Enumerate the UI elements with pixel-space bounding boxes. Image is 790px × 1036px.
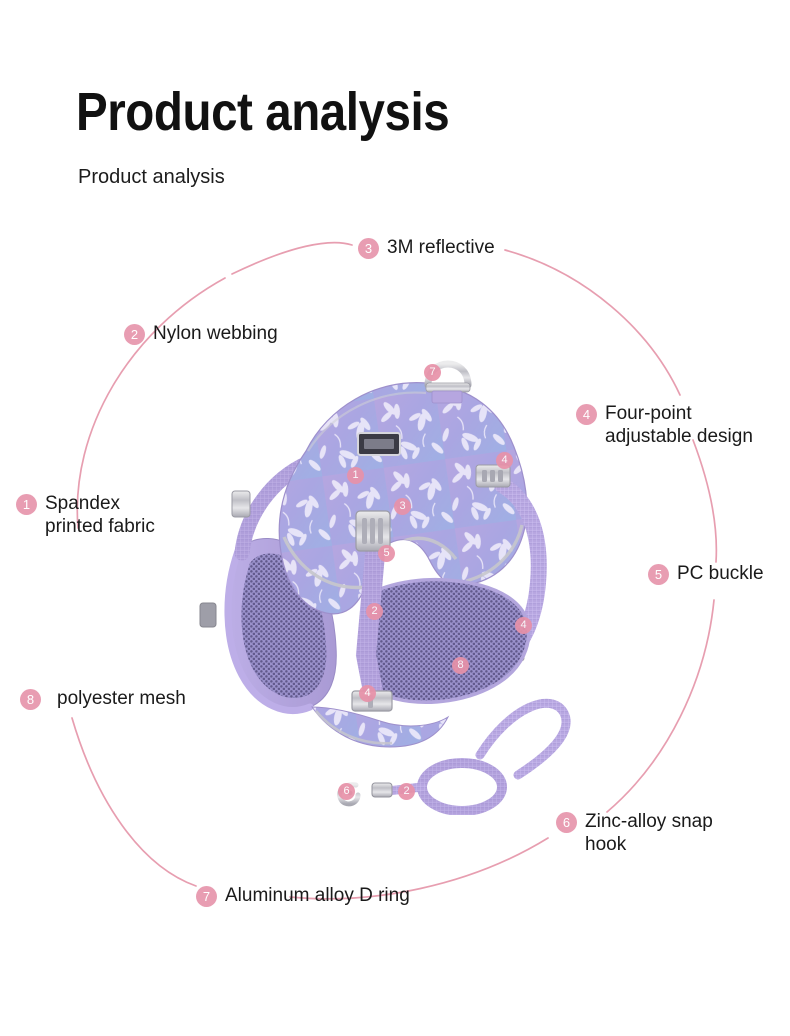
callout-6-zinc-alloy-snap-hook[interactable]: 6 Zinc-alloy snap hook	[556, 810, 713, 856]
product-marker-2a: 2	[366, 603, 383, 620]
product-marker-4a: 4	[496, 452, 513, 469]
callout-label-1: Spandex printed fabric	[45, 493, 155, 537]
product-marker-5: 5	[378, 545, 395, 562]
page-subtitle: Product analysis	[78, 166, 225, 188]
product-marker-2b: 2	[398, 783, 415, 800]
callout-3-3m-reflective[interactable]: 3 3M reflective	[358, 236, 495, 259]
product-marker-4c: 4	[515, 617, 532, 634]
callout-badge-3: 3	[358, 238, 379, 259]
callout-label-8: polyester mesh	[57, 688, 186, 709]
product-marker-3: 3	[394, 498, 411, 515]
product-marker-6: 6	[338, 783, 355, 800]
callout-badge-8: 8	[20, 689, 41, 710]
callout-7-aluminum-alloy-d-ring[interactable]: 7 Aluminum alloy D ring	[196, 884, 410, 907]
mesh-chest-panel	[358, 577, 531, 704]
callout-2-nylon-webbing[interactable]: 2 Nylon webbing	[124, 322, 278, 345]
callout-8-polyester-mesh[interactable]: 8 polyester mesh	[20, 687, 186, 710]
callout-label-3: 3M reflective	[387, 237, 495, 258]
callout-4-four-point-adjustable-design[interactable]: 4 Four-point adjustable design	[576, 402, 753, 448]
right-slider-buckle	[475, 464, 511, 488]
callout-badge-4: 4	[576, 404, 597, 425]
product-marker-4b: 4	[359, 685, 376, 702]
callout-badge-1: 1	[16, 494, 37, 515]
callout-label-7: Aluminum alloy D ring	[225, 885, 410, 906]
pc-buckle	[355, 510, 391, 552]
callout-label-5: PC buckle	[677, 563, 764, 584]
callout-1-spandex-printed-fabric[interactable]: 1 Spandex printed fabric	[16, 492, 155, 538]
callout-label-6: Zinc-alloy snap hook	[585, 811, 713, 855]
callout-badge-6: 6	[556, 812, 577, 833]
left-lower-slider	[199, 602, 217, 628]
callout-badge-5: 5	[648, 564, 669, 585]
product-marker-1: 1	[347, 467, 364, 484]
callout-badge-7: 7	[196, 886, 217, 907]
page-title: Product analysis	[76, 82, 450, 142]
product-marker-7: 7	[424, 364, 441, 381]
leash	[337, 698, 571, 815]
callout-label-2: Nylon webbing	[153, 323, 278, 344]
left-slider	[231, 490, 251, 518]
product-marker-8: 8	[452, 657, 469, 674]
callout-badge-2: 2	[124, 324, 145, 345]
brand-label-patch	[357, 432, 401, 456]
callout-label-4: Four-point adjustable design	[605, 403, 753, 447]
product-image-dog-harness: 7 1 3 4 5 2 4 8 4 6 2	[180, 355, 610, 815]
bottom-skirt	[311, 706, 450, 748]
callout-5-pc-buckle[interactable]: 5 PC buckle	[648, 562, 764, 585]
